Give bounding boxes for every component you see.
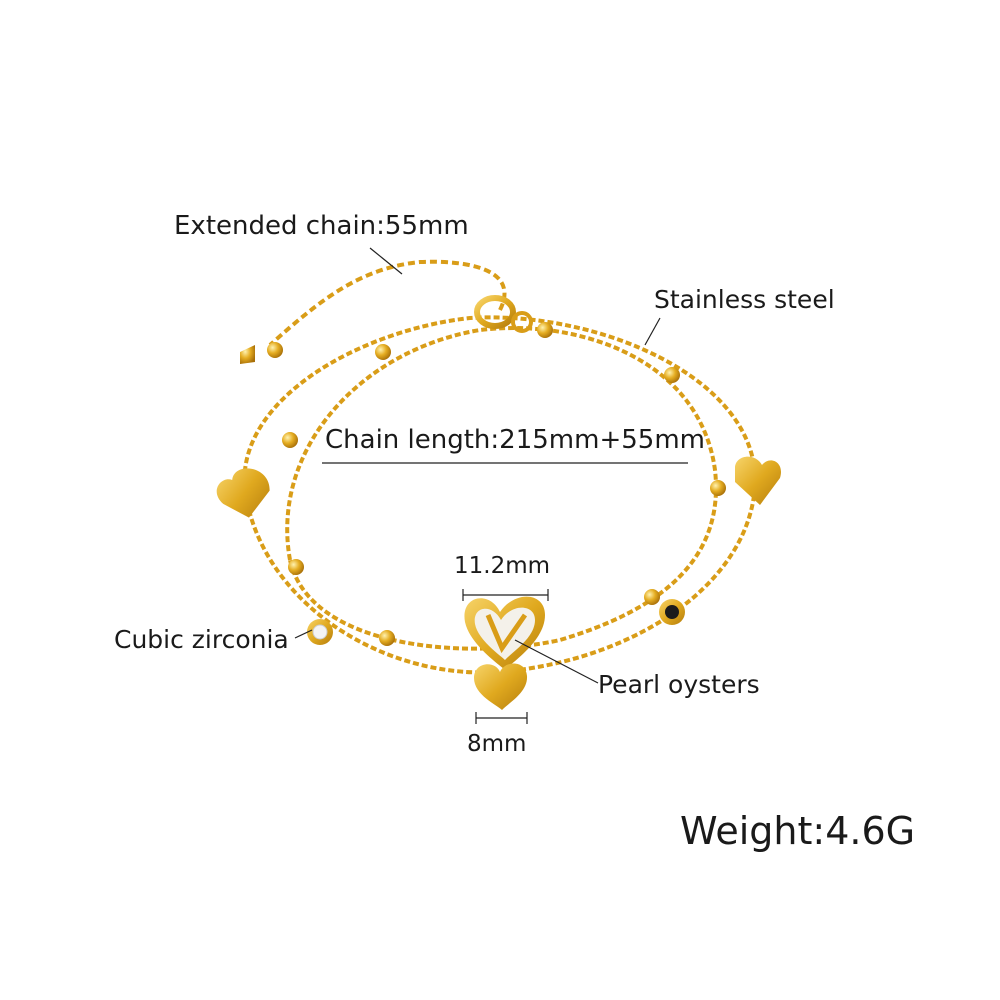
jump-ring [511, 311, 533, 333]
extended-chain-label: Extended chain:55mm [174, 211, 469, 241]
chain-end-bead [267, 342, 283, 358]
small-heart-size-label: 8mm [467, 731, 527, 757]
chain-length-label: Chain length:215mm+55mm [325, 425, 705, 455]
lobster-clasp [474, 295, 516, 329]
material-label: Stainless steel [654, 285, 835, 314]
annotation-lines [294, 247, 688, 724]
heart-charm-right [735, 456, 781, 505]
cubic-zirconia-label: Cubic zirconia [114, 625, 289, 654]
pearl-oysters-label: Pearl oysters [598, 670, 760, 699]
inner-chain [285, 326, 718, 651]
outer-chain [242, 315, 758, 675]
small-heart-charm [474, 663, 528, 710]
heart-charm-left [216, 468, 270, 518]
large-heart-size-label: 11.2mm [454, 553, 551, 579]
chain-end-drop [240, 345, 255, 364]
weight-label: Weight:4.6G [680, 809, 916, 853]
beads [282, 322, 726, 646]
extension-chain [268, 259, 507, 347]
